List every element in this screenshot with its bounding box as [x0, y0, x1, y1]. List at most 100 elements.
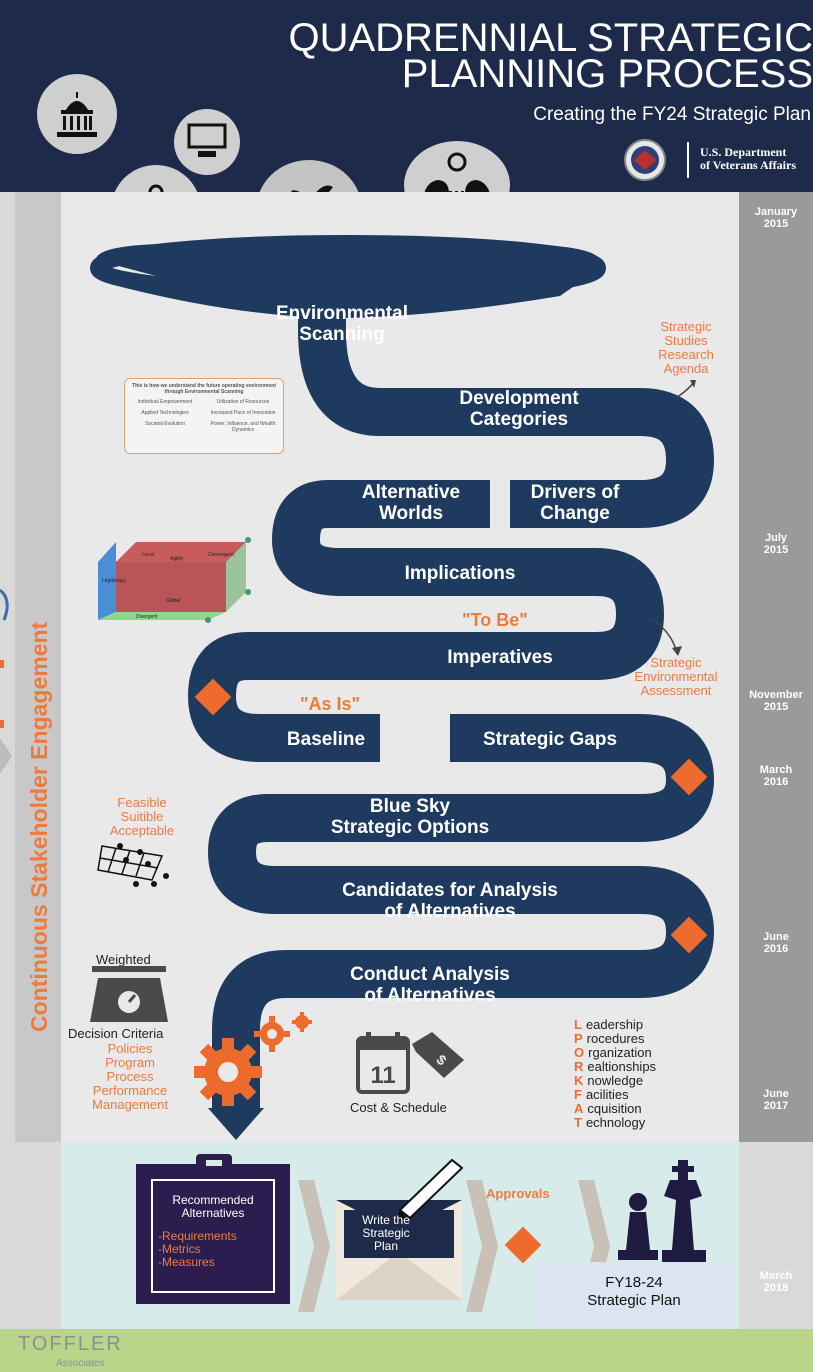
- cube-label: Divergent: [136, 614, 158, 620]
- criteria-list: Policies Program Process Performance Man…: [92, 1041, 168, 1112]
- capability-letter: K: [574, 1073, 584, 1088]
- capability-rest: rganization: [588, 1045, 652, 1060]
- step-baseline: Baseline: [286, 729, 366, 750]
- gears-icon: [194, 1012, 312, 1106]
- date-year: 2015: [763, 544, 789, 556]
- step-alternative-worlds: Alternative Worlds: [361, 482, 461, 524]
- research-agenda-label: Strategic Studies Research Agenda: [658, 319, 714, 376]
- environmental-scan-card: This is how we understand the future ope…: [124, 378, 284, 454]
- capability-letter: P: [574, 1031, 583, 1046]
- computer-icon: [174, 109, 240, 175]
- agency-line-2: of Veterans Affairs: [700, 158, 796, 172]
- step-strategic-gaps: Strategic Gaps: [482, 729, 618, 750]
- as-is-label: "As Is": [300, 694, 361, 714]
- step-candidates-for-aoa: Candidates for Analysis of Alternatives: [342, 880, 558, 922]
- footer-bar: TOFFLER Associates: [0, 1329, 813, 1372]
- recommended-alternatives-title: Recommended Alternatives: [172, 1193, 254, 1220]
- cube-label: Legitimacy: [102, 578, 126, 584]
- date-year: 2016: [763, 943, 789, 955]
- env-assessment-label: Strategic Environmental Assessment: [634, 655, 718, 698]
- date-month: June: [763, 1088, 789, 1100]
- capability-letter: O: [574, 1045, 585, 1060]
- scenario-cube-icon: Local Convergent Agility Global Divergen…: [98, 537, 251, 623]
- recommended-items: -Requirements -Metrics -Measures: [158, 1230, 237, 1269]
- calendar-price-tag-icon: 11 $: [356, 1032, 464, 1094]
- date-month: November: [749, 689, 803, 701]
- date-month: January: [754, 206, 798, 218]
- step-development-categories: Development Categories: [459, 388, 579, 430]
- date-year: 2016: [763, 776, 789, 788]
- agency-name: U.S. Department of Veterans Affairs: [700, 146, 796, 172]
- weighted-label: Weighted: [96, 952, 151, 967]
- capability-rest: cquisition: [587, 1101, 642, 1116]
- capability-rest: echnology: [585, 1115, 646, 1130]
- title-line-2: PLANNING PROCESS: [401, 52, 813, 96]
- step-blue-sky-options: Blue Sky Strategic Options: [330, 796, 490, 838]
- card-cell: Individual Empowerment: [137, 399, 193, 405]
- step-drivers-of-change: Drivers of Change: [530, 482, 620, 524]
- date-year: 2018: [763, 1282, 789, 1294]
- calendar-day: 11: [370, 1062, 395, 1089]
- capability-rest: ealtionships: [587, 1059, 657, 1074]
- final-strategic-plan-box: FY18-24 Strategic Plan: [536, 1262, 732, 1332]
- step-imperatives: Imperatives: [447, 647, 553, 668]
- capability-letter: R: [574, 1059, 584, 1074]
- decision-criteria-label: Decision Criteria: [68, 1026, 164, 1041]
- recommended-item: -Requirements: [158, 1229, 237, 1243]
- capability-letter: T: [574, 1115, 582, 1130]
- recommended-item: -Metrics: [158, 1242, 201, 1256]
- capability-rest: rocedures: [586, 1031, 645, 1046]
- capability-rest: acilities: [585, 1087, 629, 1102]
- capability-letter: A: [574, 1101, 584, 1116]
- title-line-1: QUADRENNIAL STRATEGIC: [288, 16, 813, 60]
- capability-letter: F: [574, 1087, 582, 1102]
- cost-schedule-label: Cost & Schedule: [350, 1100, 447, 1115]
- card-cell: Power, Influence, and Wealth Dynamics: [210, 421, 276, 433]
- date-month: March: [759, 1270, 793, 1282]
- subtitle: Creating the FY24 Strategic Plan: [533, 104, 811, 125]
- cube-label: Agility: [170, 556, 184, 562]
- left-edge-marks: [0, 588, 12, 774]
- toffler-logo-sub: Associates: [56, 1358, 105, 1369]
- capitol-icon: [37, 74, 117, 154]
- feasible-suitable-acceptable: Feasible Suitible Acceptable: [109, 795, 175, 838]
- card-cell: Utilization of Resources: [216, 399, 270, 405]
- seal-divider: [687, 142, 689, 178]
- date-month: July: [764, 532, 787, 544]
- cube-label: Convergent: [208, 552, 234, 558]
- approvals-label: Approvals: [486, 1186, 550, 1201]
- card-cell: Increased Pace of Innovation: [210, 410, 276, 416]
- write-strategic-plan-label: Write the Strategic Plan: [362, 1213, 410, 1253]
- card-cell: Societal Evolution: [145, 421, 185, 427]
- weighing-scale-icon: [90, 966, 168, 1022]
- card-heading: This is how we understand the future ope…: [132, 383, 276, 395]
- header-banner: QUADRENNIAL STRATEGIC PLANNING PROCESS C…: [0, 0, 813, 192]
- capability-rest: eadership: [585, 1017, 644, 1032]
- date-year: 2015: [763, 701, 789, 713]
- card-cell: Applied Technologies: [141, 410, 189, 416]
- cube-label: Local: [142, 552, 154, 558]
- capability-letter: L: [574, 1017, 582, 1032]
- date-month: March: [759, 764, 793, 776]
- cube-label: Global: [166, 598, 180, 604]
- toffler-logo: TOFFLER: [18, 1333, 123, 1355]
- date-year: 2015: [763, 218, 789, 230]
- step-environmental-scanning: Environmental Scanning: [276, 303, 408, 345]
